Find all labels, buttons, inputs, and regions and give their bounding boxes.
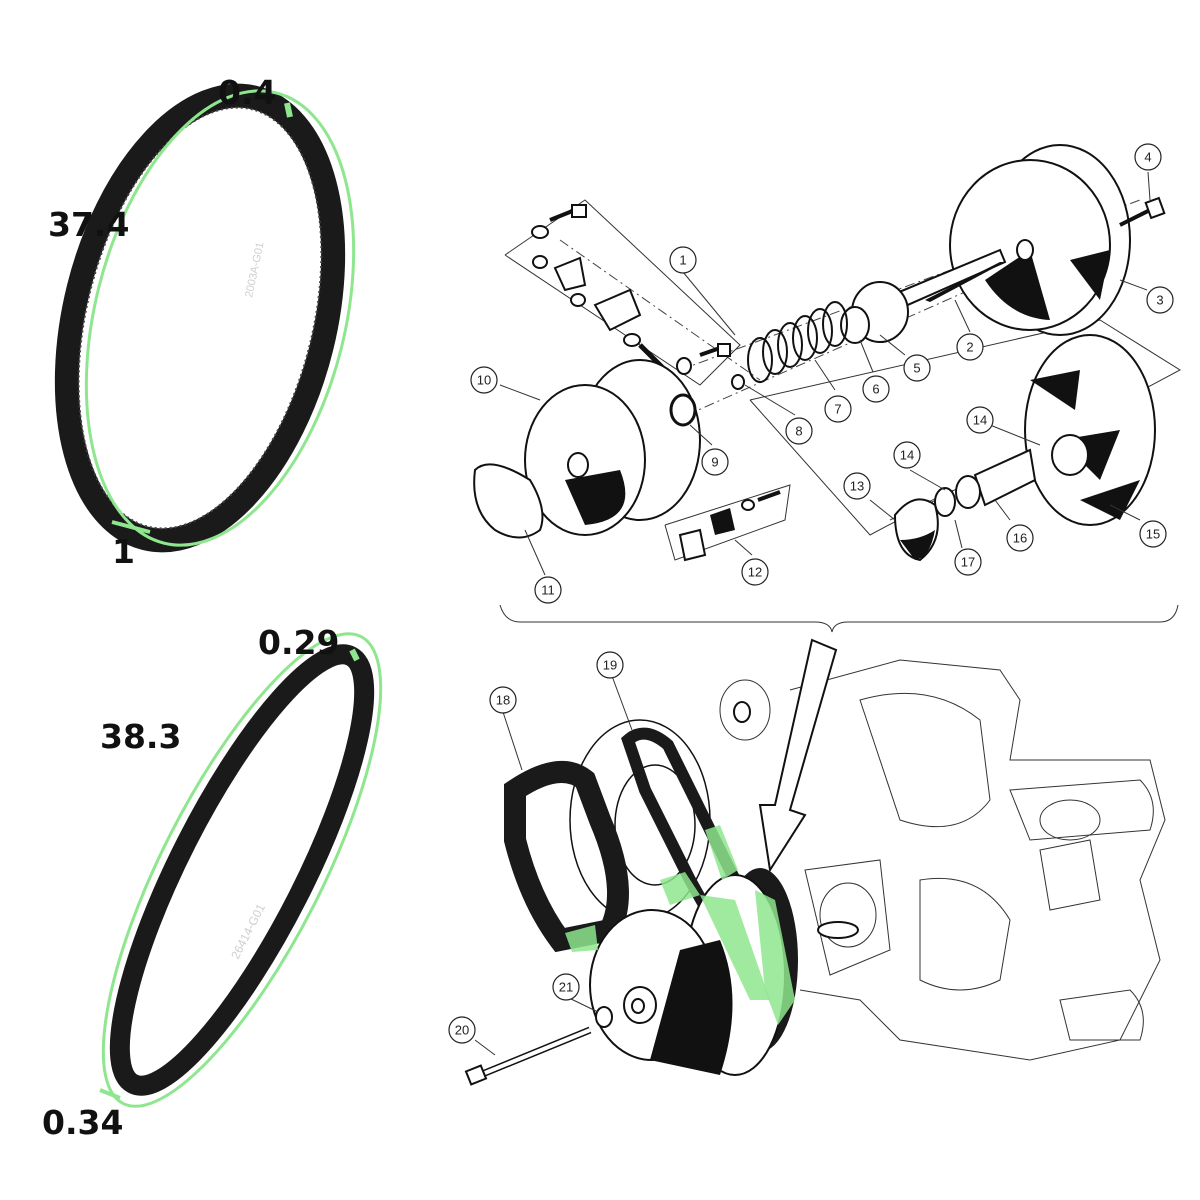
callout-4: 4 (1134, 143, 1162, 171)
callout-3: 3 (1146, 286, 1174, 314)
callout-20: 20 (448, 1016, 476, 1044)
callout-9: 9 (701, 448, 729, 476)
highlight-mark-bottom-a (349, 648, 360, 662)
callout-label: 21 (559, 980, 573, 995)
belt-part-label-top: 2003A-G01 (243, 241, 266, 299)
callout-5: 5 (903, 354, 931, 382)
callout-label: 14 (973, 413, 987, 428)
callout-label: 16 (1013, 531, 1027, 546)
callout-11: 11 (534, 576, 562, 604)
measurement-bottom-b: 38.3 (100, 717, 182, 756)
callout-label: 12 (748, 565, 762, 580)
drive-belt-top: 2003A-G01 (54, 83, 346, 553)
driven-sheave (949, 144, 1131, 336)
callout-label: 14 (900, 448, 914, 463)
highlight-mark-top-a (284, 102, 293, 118)
callout-label: 4 (1144, 150, 1151, 165)
callout-16: 16 (1006, 524, 1034, 552)
engine-assembly-diagram (464, 638, 1166, 1086)
highlight-outline-bottom (101, 632, 383, 1108)
callout-15: 15 (1139, 520, 1167, 548)
measurement-bottom-a: 0.29 (258, 623, 340, 662)
callout-label: 7 (834, 402, 841, 417)
callout-label: 6 (872, 382, 879, 397)
callout-label: 18 (496, 693, 510, 708)
measurement-top-c: 1 (112, 532, 135, 571)
callout-14a: 14 (893, 441, 921, 469)
highlight-mark-bottom-c (99, 1088, 121, 1100)
callout-2: 2 (956, 333, 984, 361)
callout-label: 2 (966, 340, 973, 355)
callout-label: 11 (541, 583, 555, 598)
highlight-outline-top (84, 89, 356, 547)
callout-17: 17 (954, 548, 982, 576)
drive-clutch-cover (524, 359, 701, 536)
callout-13: 13 (843, 472, 871, 500)
callout-label: 3 (1156, 293, 1163, 308)
callout-label: 8 (795, 424, 802, 439)
highlight-mark-top-c (111, 520, 151, 534)
callout-label: 13 (850, 479, 864, 494)
exploded-clutch-diagram (473, 144, 1181, 633)
callout-label: 10 (477, 373, 491, 388)
callout-18: 18 (489, 686, 517, 714)
callout-label: 5 (913, 361, 920, 376)
measurement-top-b: 37.4 (48, 205, 130, 244)
measurement-top-a: 0.4 (218, 73, 277, 112)
callout-21: 21 (552, 973, 580, 1001)
callout-19: 19 (596, 651, 624, 679)
callout-label: 9 (711, 455, 718, 470)
callout-label: 15 (1146, 527, 1160, 542)
callout-12: 12 (741, 558, 769, 586)
callout-label: 1 (679, 253, 686, 268)
callout-6: 6 (862, 375, 890, 403)
callout-8: 8 (785, 417, 813, 445)
callout-label: 19 (603, 658, 617, 673)
callout-label: 20 (455, 1023, 469, 1038)
callout-label: 17 (961, 555, 975, 570)
callout-7: 7 (824, 395, 852, 423)
measurement-bottom-c: 0.34 (42, 1103, 124, 1142)
drive-belt-bottom: 26414-G01 (109, 644, 375, 1096)
callout-14b: 14 (966, 406, 994, 434)
callout-1: 1 (669, 246, 697, 274)
moveable-sheave (1024, 334, 1156, 526)
callout-10: 10 (470, 366, 498, 394)
